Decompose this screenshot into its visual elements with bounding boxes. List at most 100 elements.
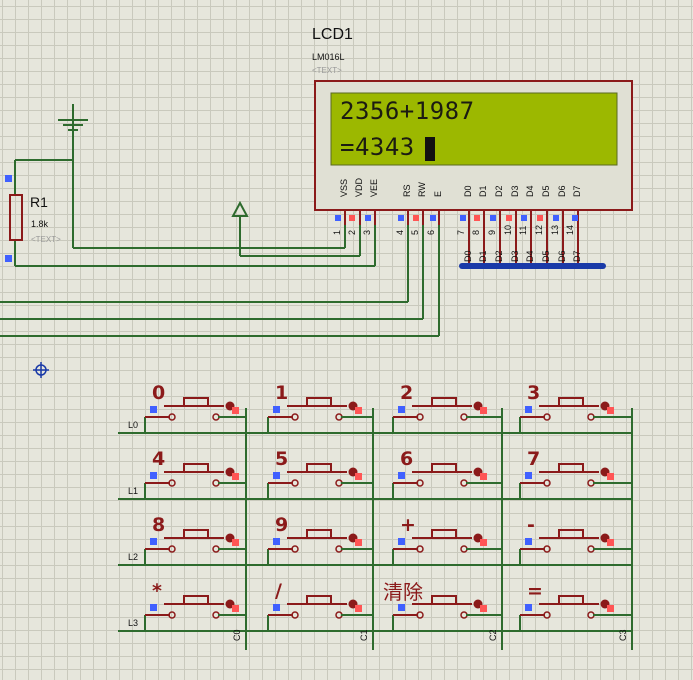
switch-button	[558, 463, 584, 473]
bus-label: D0	[463, 250, 473, 262]
key-label[interactable]: 1	[275, 382, 289, 404]
lcd-pin-number: 8	[471, 229, 481, 235]
row-label: L3	[128, 618, 139, 628]
lcd-pin-name: RS	[402, 184, 412, 197]
lcd-line-2: =4343	[340, 133, 415, 161]
resistor-ref: R1	[30, 194, 48, 210]
row-label: L1	[128, 486, 139, 496]
key-label[interactable]: 0	[152, 382, 166, 404]
lcd-pin-markers-red	[349, 215, 543, 221]
lcd-pin-number: 5	[410, 229, 420, 235]
pin-marker	[398, 472, 405, 479]
lcd-pin-number: 1	[332, 229, 342, 235]
key-label[interactable]: *	[152, 580, 162, 602]
pin-marker	[273, 406, 280, 413]
key-label[interactable]: 4	[152, 448, 166, 470]
bus-label: D6	[557, 250, 567, 262]
power-arrow-icon	[231, 200, 249, 217]
pin-marker	[273, 538, 280, 545]
lcd-pin-name: VSS	[339, 178, 349, 197]
pin-marker	[5, 175, 12, 182]
pin-marker	[607, 473, 614, 480]
key-label[interactable]: /	[275, 580, 282, 602]
pin-marker	[398, 406, 405, 413]
r1-wires	[0, 159, 440, 337]
pin-marker	[5, 255, 12, 262]
key-label[interactable]: 清除	[383, 580, 423, 604]
switch-contact	[543, 545, 551, 553]
key-label[interactable]: -	[527, 514, 535, 536]
pin-marker	[525, 604, 532, 611]
key-label[interactable]: 9	[275, 514, 289, 536]
pin-marker	[480, 605, 487, 612]
keypad	[118, 397, 633, 650]
switch-contact	[168, 413, 176, 421]
lcd-pin-number: 4	[395, 229, 405, 235]
key-label[interactable]: =	[527, 580, 543, 602]
pin-marker	[355, 473, 362, 480]
bus-label: D7	[572, 250, 582, 262]
pin-marker	[232, 473, 239, 480]
bus-label: D3	[510, 250, 520, 262]
switch-contact	[291, 479, 299, 487]
bus-label: D2	[494, 250, 504, 262]
lcd-pin-name: VDD	[354, 177, 364, 197]
pin-marker	[232, 407, 239, 414]
pin-marker	[607, 539, 614, 546]
lcd-pin-name: D7	[572, 185, 582, 197]
switch-button	[558, 529, 584, 539]
lcd-screen	[330, 92, 618, 166]
switch-button	[183, 595, 209, 605]
pin-marker	[150, 538, 157, 545]
switch-contact	[416, 611, 424, 619]
lcd-pin-name: D2	[494, 185, 504, 197]
lcd-pin-number: 9	[487, 229, 497, 235]
pin-marker	[480, 473, 487, 480]
resistor-body[interactable]	[9, 194, 23, 241]
pin-marker	[355, 539, 362, 546]
lcd-ref: LCD1	[312, 26, 353, 43]
resistor-text-tag: <TEXT>	[31, 235, 61, 244]
resistor-value: 1.8k	[31, 219, 49, 229]
lcd-pin-number: 7	[456, 229, 466, 235]
pin-marker	[398, 604, 405, 611]
switch-contact	[291, 611, 299, 619]
switch-button	[183, 463, 209, 473]
lcd-model: LM016L	[312, 52, 345, 62]
pin-marker	[273, 472, 280, 479]
data-bus-stubs	[468, 225, 579, 265]
key-label[interactable]: 8	[152, 514, 166, 536]
ground-icon	[58, 104, 88, 160]
lcd-pin-markers	[335, 215, 578, 221]
switch-contact	[543, 413, 551, 421]
switch-button	[306, 463, 332, 473]
pin-marker	[525, 538, 532, 545]
lcd-pin-name: D3	[510, 185, 520, 197]
lcd-text-tag: <TEXT>	[312, 66, 342, 75]
bus-label: D4	[525, 250, 535, 262]
column-label: C0	[232, 629, 242, 641]
switch-button	[183, 529, 209, 539]
pin-marker	[150, 604, 157, 611]
pin-marker	[480, 407, 487, 414]
key-label[interactable]: 5	[275, 448, 289, 470]
lcd-pin-name: D1	[478, 185, 488, 197]
switch-button	[558, 595, 584, 605]
switch-contact	[416, 545, 424, 553]
column-label: C1	[359, 629, 369, 641]
row-label: L2	[128, 552, 139, 562]
lcd-pin-name: D6	[557, 185, 567, 197]
key-label[interactable]: +	[400, 514, 416, 536]
bus-label: D1	[478, 250, 488, 262]
key-label[interactable]: 6	[400, 448, 414, 470]
pin-marker	[525, 472, 532, 479]
lcd-pin-name: E	[433, 190, 443, 197]
pin-marker	[150, 406, 157, 413]
lcd-pin-number: 10	[503, 224, 513, 235]
key-label[interactable]: 2	[400, 382, 414, 404]
key-label[interactable]: 3	[527, 382, 541, 404]
pin-marker	[525, 406, 532, 413]
pin-marker	[232, 605, 239, 612]
key-label[interactable]: 7	[527, 448, 541, 470]
